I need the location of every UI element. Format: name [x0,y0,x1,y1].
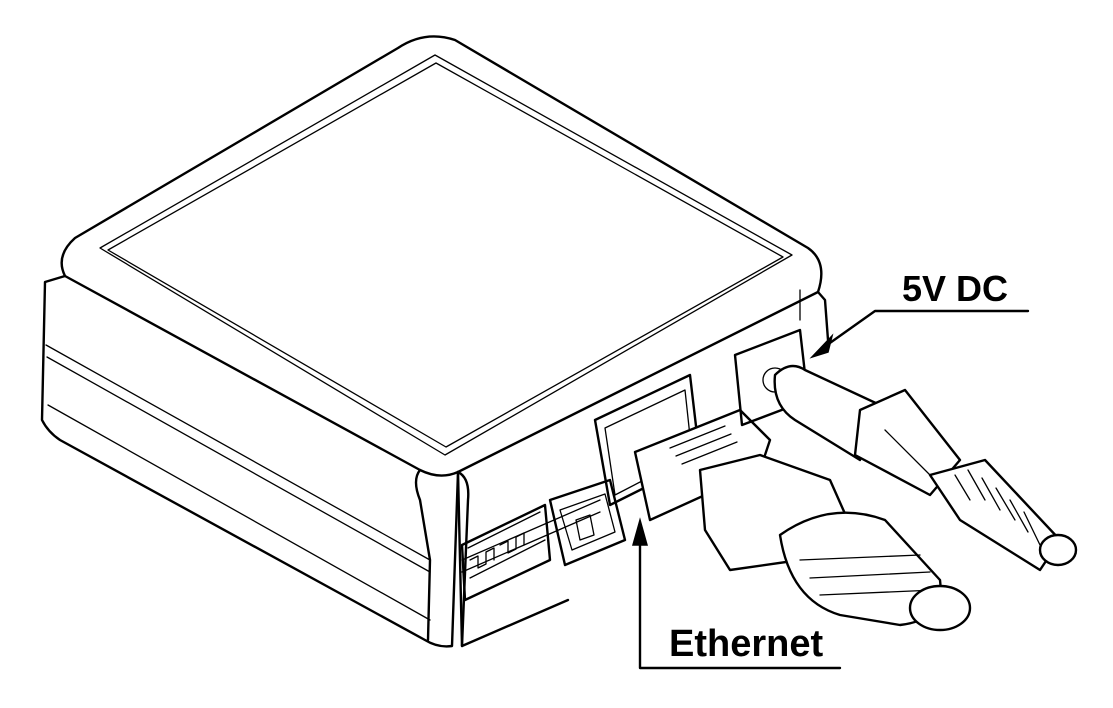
ethernet-leader-line [632,517,842,670]
ethernet-label: Ethernet [669,623,824,665]
pin-header-connector [460,503,552,602]
power-leader-line [809,309,1030,359]
enclosure [40,35,830,648]
ethernet-plug [633,408,972,632]
power-label: 5V DC [902,268,1009,309]
two-pin-connector [548,478,627,567]
dc-power-plug [773,364,1078,572]
